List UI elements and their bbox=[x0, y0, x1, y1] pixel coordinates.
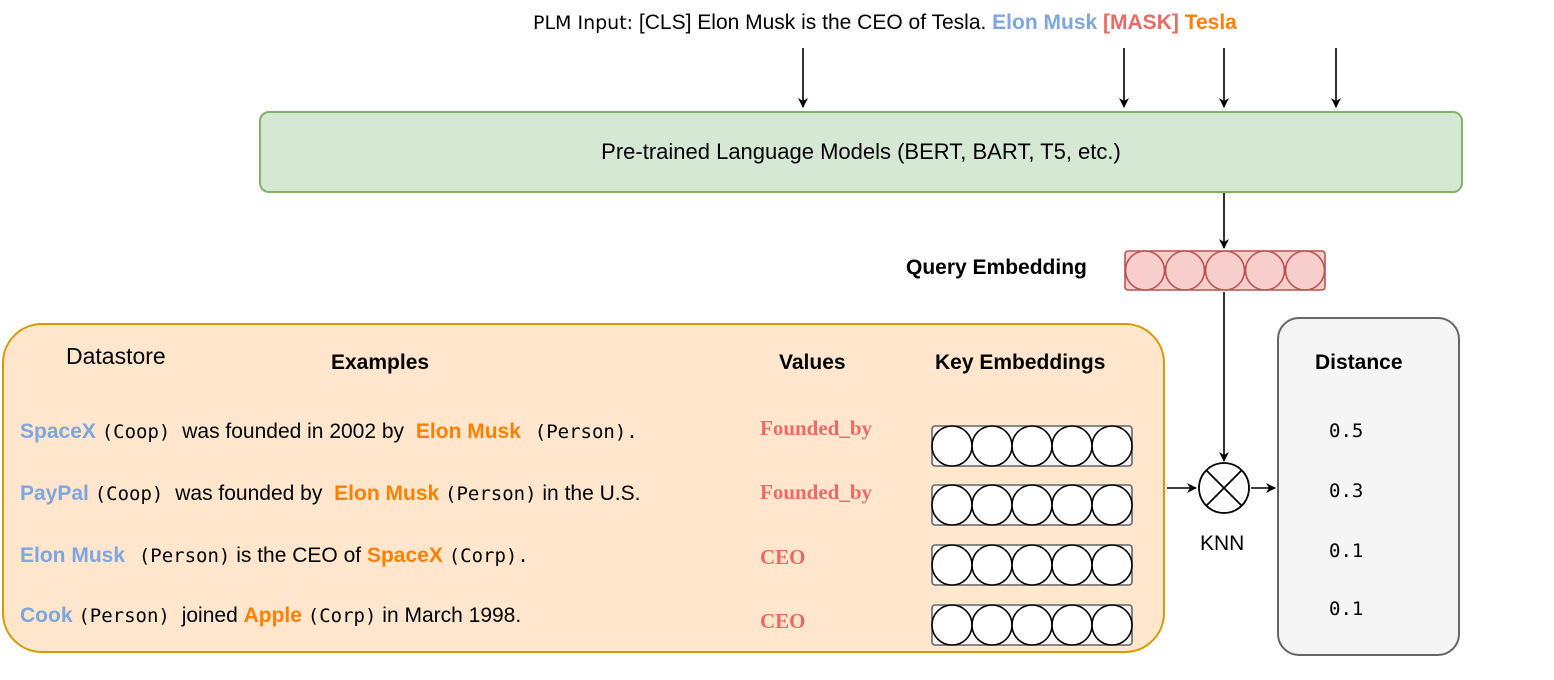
example-tail-type: (Person). bbox=[534, 421, 638, 443]
example-row: PayPal (Coop) was founded by Elon Musk (… bbox=[20, 479, 640, 509]
example-head-type: (Coop) bbox=[101, 421, 171, 443]
relation-value: CEO bbox=[760, 609, 806, 633]
query-embedding-cell bbox=[1204, 250, 1246, 291]
key-embedding-cell bbox=[1011, 604, 1053, 646]
key-embedding-cell bbox=[931, 604, 973, 646]
key-embeddings-group bbox=[931, 425, 1133, 646]
key-embedding-cell bbox=[1011, 544, 1053, 586]
key-embedding-cell bbox=[1011, 484, 1053, 526]
plm-input-head-entity: Elon Musk bbox=[992, 11, 1098, 34]
query-embedding-label: Query Embedding bbox=[906, 256, 1087, 279]
plm-input-label: PLM Input: bbox=[533, 12, 634, 34]
example-row: SpaceX (Coop) was founded in 2002 by Elo… bbox=[20, 417, 638, 447]
example-head-entity: SpaceX bbox=[20, 420, 96, 443]
plm-input-sentence: [CLS] Elon Musk is the CEO of Tesla. bbox=[633, 11, 993, 34]
query-embedding-cell bbox=[1164, 250, 1206, 291]
key-embedding-vector bbox=[931, 604, 1133, 646]
key-embeddings-header: Key Embeddings bbox=[935, 351, 1106, 374]
example-row: Cook (Person) joined Apple (Corp) in Mar… bbox=[20, 601, 521, 631]
key-embedding-cell bbox=[1011, 425, 1053, 467]
key-embedding-vector bbox=[931, 425, 1133, 467]
datastore-title: Datastore bbox=[66, 343, 166, 369]
example-head-entity: PayPal bbox=[20, 482, 89, 505]
plm-box-label: Pre-trained Language Models (BERT, BART,… bbox=[601, 139, 1121, 164]
plm-input-line: PLM Input: [CLS] Elon Musk is the CEO of… bbox=[533, 8, 1533, 38]
example-head-type: (Coop) bbox=[94, 483, 164, 505]
example-tail-entity: SpaceX bbox=[366, 544, 443, 567]
query-embedding-cell bbox=[1244, 250, 1286, 291]
key-embedding-cell bbox=[1091, 425, 1133, 467]
example-trailing-text: in the U.S. bbox=[542, 482, 641, 505]
example-tail-type: (Corp) bbox=[307, 605, 377, 627]
plm-input-tail-entity: Tesla bbox=[1184, 11, 1237, 34]
key-embedding-cell bbox=[931, 544, 973, 586]
key-embedding-cell bbox=[971, 484, 1013, 526]
relation-value: Founded_by bbox=[760, 480, 873, 504]
distance-box bbox=[1277, 317, 1460, 656]
example-tail-entity: Elon Musk bbox=[415, 420, 521, 443]
query-embedding-cell bbox=[1284, 250, 1326, 291]
key-embedding-cell bbox=[1091, 544, 1133, 586]
key-embedding-cell bbox=[1091, 604, 1133, 646]
plm-box: Pre-trained Language Models (BERT, BART,… bbox=[259, 111, 1463, 193]
example-tail-type: (Corp). bbox=[448, 545, 529, 567]
example-trailing-text: in March 1998. bbox=[382, 604, 522, 627]
relation-value: Founded_by bbox=[760, 416, 873, 440]
relation-value: CEO bbox=[760, 545, 806, 569]
example-tail-entity: Elon Musk bbox=[334, 482, 440, 505]
key-embedding-cell bbox=[1091, 484, 1133, 526]
key-embedding-cell bbox=[1051, 484, 1093, 526]
example-relation-text: joined bbox=[181, 604, 238, 627]
example-relation-text: was founded by bbox=[175, 482, 323, 505]
key-embedding-vector bbox=[931, 544, 1133, 586]
distance-value: 0.3 bbox=[1329, 480, 1364, 502]
examples-header: Examples bbox=[331, 351, 430, 374]
key-embedding-cell bbox=[1051, 425, 1093, 467]
example-head-entity: Elon Musk bbox=[20, 544, 126, 567]
plm-input-mask-token: [MASK] bbox=[1103, 11, 1179, 34]
key-embedding-cell bbox=[971, 544, 1013, 586]
key-embedding-cell bbox=[971, 425, 1013, 467]
example-row: Elon Musk (Person) is the CEO of SpaceX … bbox=[20, 541, 529, 571]
key-embedding-cell bbox=[931, 425, 973, 467]
query-embedding-cell bbox=[1124, 250, 1166, 291]
key-embedding-cell bbox=[931, 484, 973, 526]
knn-label: KNN bbox=[1200, 532, 1245, 555]
example-head-type: (Person) bbox=[138, 545, 231, 567]
distance-value: 0.1 bbox=[1329, 598, 1364, 620]
distance-header: Distance bbox=[1315, 351, 1403, 374]
example-head-entity: Cook bbox=[20, 604, 73, 627]
key-embedding-cell bbox=[1051, 604, 1093, 646]
key-embedding-cell bbox=[1051, 544, 1093, 586]
key-embedding-vector bbox=[931, 484, 1133, 526]
distance-value: 0.5 bbox=[1329, 420, 1364, 442]
values-header: Values bbox=[779, 351, 846, 374]
distance-value: 0.1 bbox=[1329, 540, 1364, 562]
example-relation-text: was founded in 2002 by bbox=[182, 420, 405, 443]
example-head-type: (Person) bbox=[78, 605, 170, 627]
key-embedding-cell bbox=[971, 604, 1013, 646]
example-relation-text: is the CEO of bbox=[236, 544, 362, 567]
knn-operator-icon bbox=[1198, 462, 1250, 514]
query-embedding-vector bbox=[1124, 250, 1326, 291]
example-tail-type: (Person) bbox=[445, 483, 537, 505]
example-tail-entity: Apple bbox=[243, 604, 302, 627]
